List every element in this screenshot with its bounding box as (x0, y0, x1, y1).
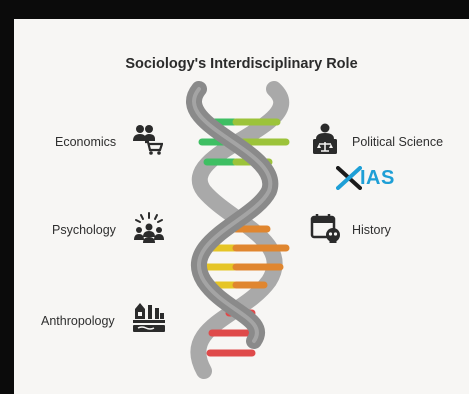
brand-logo: IAS (336, 166, 395, 190)
brand-logo-text: IAS (360, 166, 395, 189)
label-political-science: Political Science (352, 135, 444, 149)
dna-helix-graphic (186, 81, 290, 379)
history-calendar-skull-icon (310, 214, 340, 243)
brand-x-mark-icon (336, 166, 362, 190)
label-economics: Economics (55, 135, 117, 149)
diagram-card: Sociology's Interdisciplinary Role (14, 19, 469, 394)
anthropology-ruins-icon (133, 303, 165, 332)
label-history: History (352, 223, 391, 237)
label-anthropology: Anthropology (41, 314, 115, 328)
political-science-judge-icon (313, 123, 337, 154)
economics-shopping-people-icon (133, 125, 163, 155)
label-psychology: Psychology (52, 223, 116, 237)
diagram-title: Sociology's Interdisciplinary Role (125, 56, 358, 72)
psychology-group-idea-icon (134, 212, 164, 243)
